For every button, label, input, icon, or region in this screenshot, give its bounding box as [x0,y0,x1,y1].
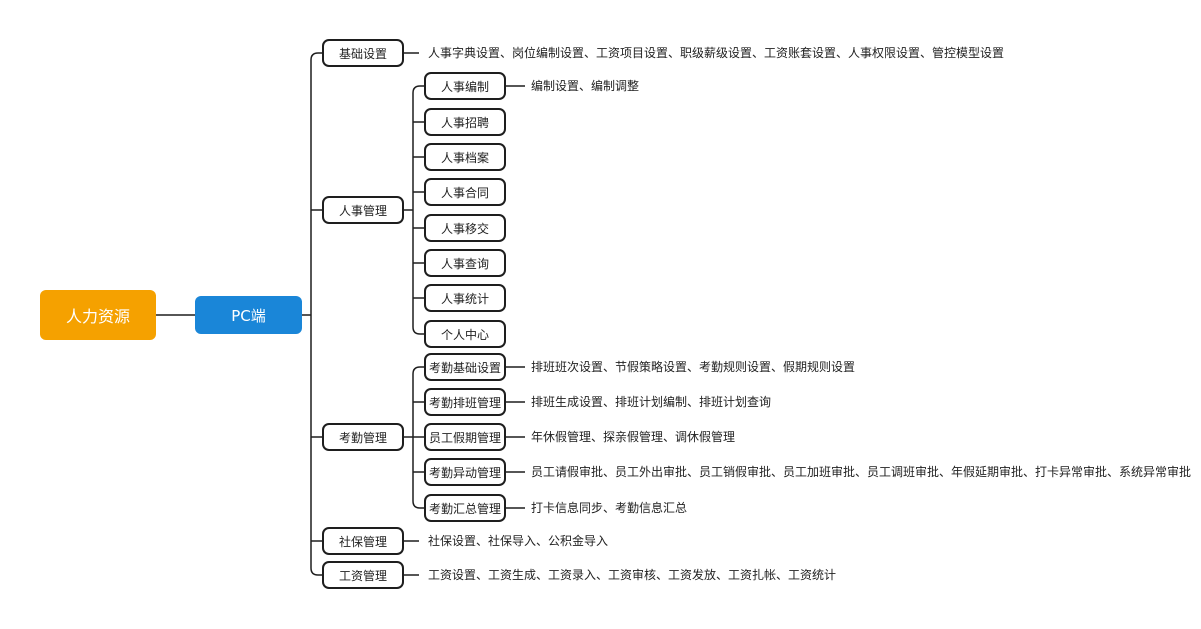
node-hr-query[interactable]: 人事查询 [424,249,506,277]
connector-att-children [413,401,424,473]
connector-hr-spine [412,85,424,335]
node-hr-recruitment[interactable]: 人事招聘 [424,108,506,136]
connector-level1-spine [310,52,322,576]
root-node[interactable]: 人力资源 [40,290,156,340]
leaf-hr-staffing: 编制设置、编制调整 [531,79,640,93]
leaf-att-changes: 员工请假审批、员工外出审批、员工销假审批、员工加班审批、员工调班审批、年假延期审… [531,465,1192,479]
leaf-social-insurance: 社保设置、社保导入、公积金导入 [428,534,609,548]
node-hr-contract[interactable]: 人事合同 [424,178,506,206]
node-hr-management[interactable]: 人事管理 [322,196,404,224]
node-hr-transfer[interactable]: 人事移交 [424,214,506,242]
node-att-basic-settings[interactable]: 考勤基础设置 [424,353,506,381]
leaf-payroll: 工资设置、工资生成、工资录入、工资审核、工资发放、工资扎帐、工资统计 [428,568,837,582]
node-att-scheduling[interactable]: 考勤排班管理 [424,388,506,416]
node-basic-settings[interactable]: 基础设置 [322,39,404,67]
node-hr-staffing[interactable]: 人事编制 [424,72,506,100]
connector-leaves [404,52,525,576]
pc-node[interactable]: PC端 [195,296,302,334]
node-attendance-management[interactable]: 考勤管理 [322,423,404,451]
connector-hr-children [413,121,424,299]
node-att-leave[interactable]: 员工假期管理 [424,423,506,451]
node-hr-statistics[interactable]: 人事统计 [424,284,506,312]
node-hr-archive[interactable]: 人事档案 [424,143,506,171]
leaf-att-summary: 打卡信息同步、考勤信息汇总 [531,501,688,515]
node-personal-center[interactable]: 个人中心 [424,320,506,348]
leaf-basic-settings: 人事字典设置、岗位编制设置、工资项目设置、职级薪级设置、工资账套设置、人事权限设… [428,46,1005,60]
node-social-insurance[interactable]: 社保管理 [322,527,404,555]
node-att-summary[interactable]: 考勤汇总管理 [424,494,506,522]
leaf-att-basic-settings: 排班班次设置、节假策略设置、考勤规则设置、假期规则设置 [531,360,856,374]
node-att-changes[interactable]: 考勤异动管理 [424,458,506,486]
leaf-att-scheduling: 排班生成设置、排班计划编制、排班计划查询 [531,395,772,409]
leaf-att-leave: 年休假管理、探亲假管理、调休假管理 [531,430,736,444]
node-payroll-management[interactable]: 工资管理 [322,561,404,589]
